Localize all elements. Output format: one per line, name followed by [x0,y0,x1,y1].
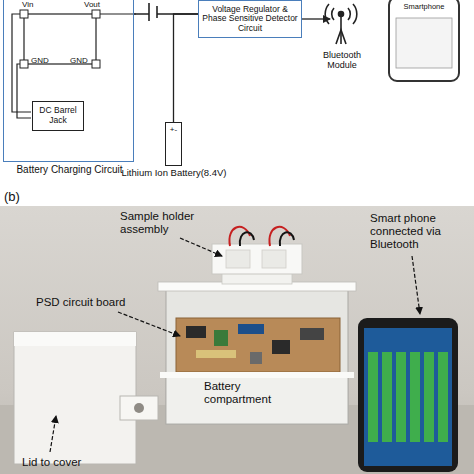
antenna-icon [325,4,357,44]
wire-connector [302,18,330,19]
photo-annotation: PSD circuit board [36,296,146,309]
capacitor-symbol [149,2,157,22]
panel-letter: (b) [4,190,20,205]
process-box: Voltage Regulator & Phase Sensitive Dete… [198,0,302,38]
pin-name: Vin [22,0,33,9]
node-label: DC Barrel Jack [33,106,83,125]
wire-connector [174,14,199,122]
photo-annotation: Smart phone connected via Bluetooth [370,212,474,252]
node-label: Bluetooth Module [308,50,376,70]
photo [0,206,474,474]
node-label: +- [166,126,181,135]
photo-annotation: Lid to cover [22,456,132,469]
photo-annotation: Battery compartment [204,380,300,406]
phone-outline: Smartphone [388,0,460,82]
node-label: Voltage Regulator & Phase Sensitive Dete… [201,5,299,34]
component-box: DC Barrel Jack [32,101,84,131]
pin-name: Vout [84,0,100,9]
module-icon: Bluetooth Module [308,0,376,70]
group-box: Battery Charging CircuitDC Barrel Jack [3,0,134,162]
node-label: Smartphone [390,3,458,11]
battery-box: +-Lithium Ion Battery(8.4V) [165,122,182,166]
pin-name: GND [70,56,88,65]
photo-annotation: Sample holder assembly [120,210,225,236]
phone-screen [396,18,452,68]
pin-name: GND [31,56,49,65]
node-caption: Lithium Ion Battery(8.4V) [118,168,230,179]
